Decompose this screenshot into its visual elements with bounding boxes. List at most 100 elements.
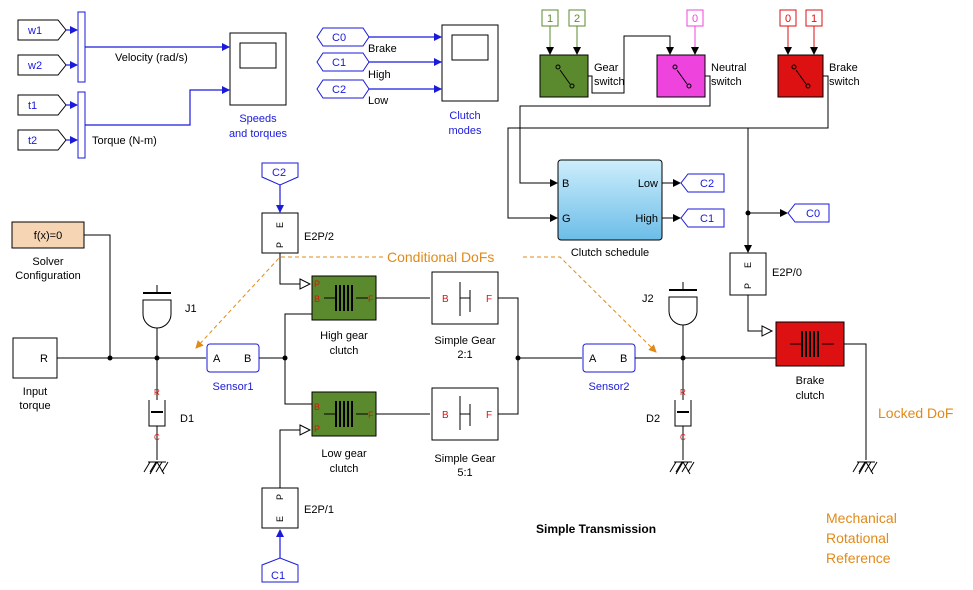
brake-clutch-label: clutch [796, 390, 825, 402]
e2p-2-label: E2P/2 [304, 231, 334, 243]
port-b: B [314, 402, 320, 412]
high-clutch-label: High gear [320, 330, 368, 342]
gear1-label: Simple Gear [434, 335, 495, 347]
port-b: B [442, 410, 449, 421]
diagram-title: Simple Transmission [536, 522, 656, 536]
port-low: Low [638, 178, 658, 190]
scope-clutch-label: Clutch [449, 110, 480, 122]
sensor2[interactable]: A B [582, 343, 636, 373]
input-label: torque [19, 400, 50, 412]
goto-tag-t2[interactable]: t2 [17, 129, 67, 151]
gear-switch[interactable] [539, 54, 589, 98]
mux-torque[interactable] [77, 91, 86, 159]
gear1-label: 2:1 [457, 349, 472, 361]
port-f: F [368, 410, 374, 420]
gear2-label: Simple Gear [434, 453, 495, 465]
torque-label: Torque (N-m) [92, 135, 157, 147]
const-0-brake[interactable]: 0 [779, 9, 797, 27]
goto-tag-c2-out[interactable]: C2 [680, 173, 725, 193]
inertia-j2[interactable] [668, 282, 698, 358]
e2p-2[interactable]: E P [261, 212, 299, 254]
const-value: 0 [692, 13, 698, 25]
port-p: P [743, 283, 753, 289]
low-clutch-label: Low gear [321, 448, 367, 460]
solver-configuration[interactable]: f(x)=0 [11, 221, 85, 249]
port-p: P [314, 424, 320, 434]
port-g: G [562, 213, 571, 225]
scope-speeds[interactable] [229, 32, 287, 106]
mux-velocity[interactable] [77, 11, 86, 83]
solver-label: Solver [32, 256, 64, 268]
e2p-0-label: E2P/0 [772, 267, 802, 279]
goto-tag-c1-out[interactable]: C1 [680, 208, 725, 228]
port-a: A [589, 353, 597, 365]
brake-switch-label: Brake [829, 62, 858, 74]
ground-icon [852, 461, 878, 475]
brake-switch[interactable] [777, 54, 824, 98]
brake-clutch-label: Brake [796, 375, 825, 387]
port-e: E [743, 262, 753, 268]
damper-d1[interactable]: R C [148, 358, 166, 460]
tag-label: w2 [27, 60, 42, 72]
sensor1[interactable]: A B [206, 343, 260, 373]
port-high: High [635, 213, 658, 225]
clutch-schedule[interactable]: B G Low High [557, 159, 663, 241]
e2p-0[interactable]: E P [729, 252, 767, 296]
port-f: F [486, 294, 492, 305]
port-b: B [244, 353, 251, 365]
low-clutch-label: clutch [330, 463, 359, 475]
goto-tag-c1[interactable]: C1 [316, 52, 370, 72]
conditional-dofs-annotation: Conditional DoFs [387, 249, 494, 265]
port-r: R [40, 353, 48, 365]
const-value: 1 [547, 13, 553, 25]
const-value: 0 [785, 13, 791, 25]
goto-tag-w1[interactable]: w1 [17, 19, 67, 41]
high-gear-clutch[interactable]: P B F [311, 275, 377, 321]
low-gear-clutch[interactable]: B P F [311, 391, 377, 437]
const-0-neutral[interactable]: 0 [686, 9, 704, 27]
mech-ref-label: Mechanical [826, 510, 897, 526]
j1-label: J1 [185, 303, 197, 315]
e2p-1[interactable]: P E [261, 487, 299, 529]
svg-text:R: R [154, 388, 160, 397]
brake-switch-label: switch [829, 76, 860, 88]
gear-switch-label: Gear [594, 62, 619, 74]
port-p: P [314, 279, 320, 289]
const-1[interactable]: 1 [541, 9, 559, 27]
inertia-j1[interactable] [142, 285, 172, 358]
goto-tag-t1[interactable]: t1 [17, 94, 67, 116]
simple-gear-5-1[interactable]: B F [431, 387, 499, 441]
goto-tag-c2[interactable]: C2 [316, 79, 370, 99]
svg-text:C: C [154, 433, 160, 442]
gear-switch-label: switch [594, 76, 625, 88]
svg-text:C: C [680, 433, 686, 442]
tag-label: C2 [332, 84, 346, 96]
simple-gear-2-1[interactable]: B F [431, 271, 499, 325]
goto-tag-c0-out[interactable]: C0 [787, 203, 830, 223]
j2-label: J2 [642, 293, 654, 305]
tag-label: C2 [272, 167, 286, 179]
goto-tag-c0[interactable]: C0 [316, 27, 370, 47]
from-tag-c1[interactable]: C1 [261, 557, 299, 583]
d2-label: D2 [646, 413, 660, 425]
brake-clutch[interactable] [775, 321, 845, 367]
port-f: F [368, 294, 374, 304]
mode-label-brake: Brake [368, 43, 397, 55]
solver-expr: f(x)=0 [34, 230, 62, 242]
neutral-switch[interactable] [656, 54, 706, 98]
e2p-1-label: E2P/1 [304, 504, 334, 516]
port-e: E [275, 222, 285, 228]
tag-label: t1 [28, 100, 37, 112]
const-2[interactable]: 2 [568, 9, 586, 27]
port-a: A [213, 353, 221, 365]
from-tag-c2[interactable]: C2 [261, 162, 299, 186]
damper-d2[interactable]: R C [674, 358, 692, 460]
goto-tag-w2[interactable]: w2 [17, 54, 67, 76]
scope-clutch[interactable] [441, 24, 499, 102]
const-1-brake[interactable]: 1 [805, 9, 823, 27]
port-b: B [562, 178, 569, 190]
sensor1-label: Sensor1 [213, 381, 254, 393]
tag-label: C1 [271, 570, 285, 582]
tag-label: w1 [27, 25, 42, 37]
input-torque-block[interactable]: R [12, 337, 58, 379]
